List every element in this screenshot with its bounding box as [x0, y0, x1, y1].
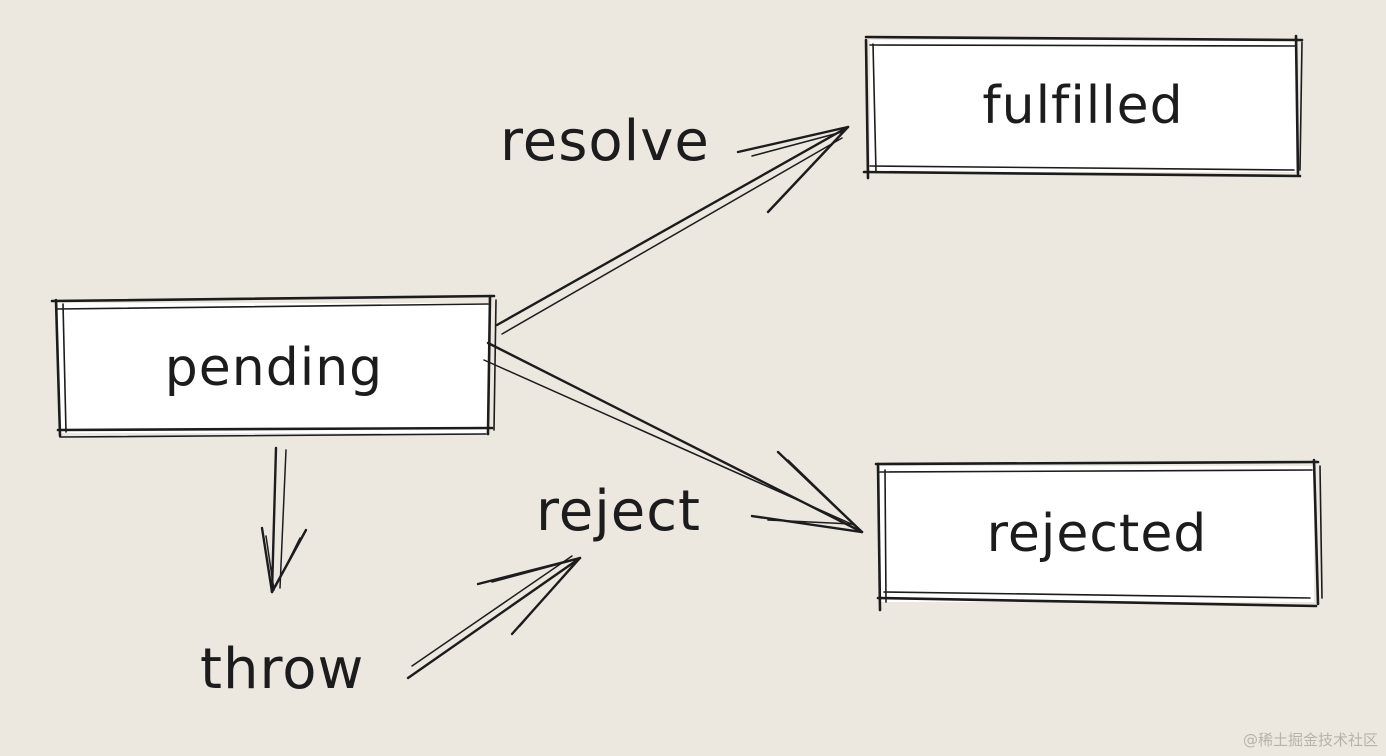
arrow-pending-to-throw — [260, 446, 308, 594]
node-rejected-label: rejected — [986, 504, 1208, 564]
arrow-throw-to-reject — [406, 555, 582, 680]
node-pending-outline — [50, 294, 497, 438]
node-fulfilled-label: fulfilled — [982, 76, 1184, 136]
node-pending-label: pending — [164, 338, 384, 398]
node-rejected: rejected — [880, 466, 1314, 602]
node-fulfilled: fulfilled — [870, 40, 1296, 172]
edge-label-resolve: resolve — [500, 109, 710, 174]
node-fulfilled-outline — [862, 34, 1304, 180]
edge-label-throw: throw — [200, 637, 365, 702]
arrow-pending-to-fulfilled — [495, 125, 850, 335]
watermark: @稀土掘金技术社区 — [1242, 731, 1378, 749]
arrow-pending-to-rejected — [483, 341, 864, 534]
node-rejected-outline — [874, 458, 1323, 612]
edge-label-reject: reject — [536, 479, 702, 544]
node-pending: pending — [58, 303, 490, 433]
